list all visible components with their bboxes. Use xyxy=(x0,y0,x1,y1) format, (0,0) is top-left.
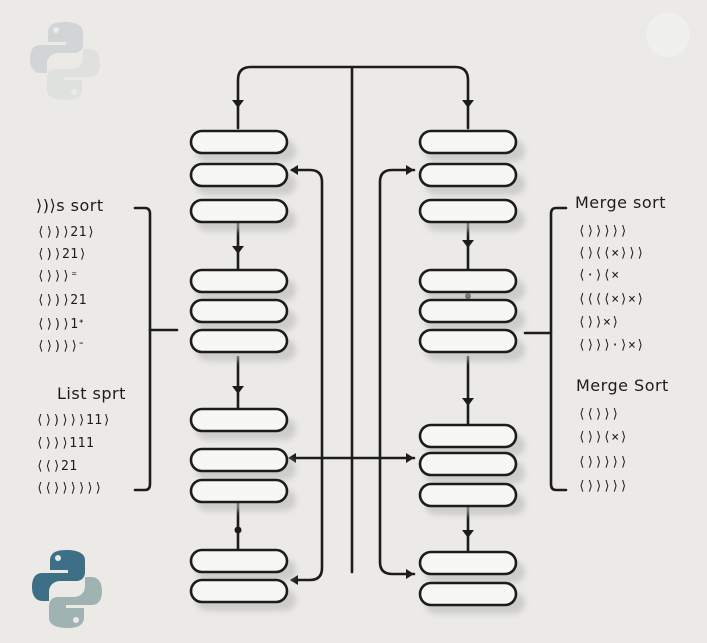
right-stack-1 xyxy=(418,129,525,231)
right-group2-line: ⟨⟩⟩⟩⟩⟩ xyxy=(578,455,628,470)
connector-markers xyxy=(232,100,474,585)
python-logo-icon xyxy=(30,22,100,100)
connector-lines xyxy=(133,65,568,582)
right-stack-4 xyxy=(418,550,525,614)
left-group1-line: ⟨)⟩21⟩ xyxy=(37,247,87,262)
right-group2-line: ⟨⟩⟩⟩⟩⟩ xyxy=(578,479,628,494)
right-group1-title: Merge sort xyxy=(575,193,667,212)
right-group2-title: Merge Sort xyxy=(576,376,669,395)
right-group2-line: ⟨⟩⟩⟨×⟩ xyxy=(578,430,628,445)
left-group1-line: ⟨⟩)⟩21 xyxy=(37,293,87,308)
left-stack-2 xyxy=(189,268,296,361)
left-group2-line: ⟨⟨⟩21 xyxy=(36,459,78,474)
left-stack-1 xyxy=(189,129,296,231)
right-group1-line: ⟨⋅⟩⟨× xyxy=(578,268,620,283)
left-group2-line: ⟨⟩⟩⟩111 xyxy=(36,436,95,451)
right-group2-line: ⟨⟨⟩⟩⟩ xyxy=(578,407,620,422)
left-stack-3 xyxy=(189,407,296,511)
left-group1-line: ⟨⟩⟩⟩⁼ xyxy=(37,269,79,284)
faint-circle-icon xyxy=(646,13,690,57)
right-group1-line: ⟨⟩⟩⟩⋅⟩×⟩ xyxy=(578,338,645,353)
right-group1-line: ⟨⟩⟩×⟩ xyxy=(578,315,620,330)
left-stack-4 xyxy=(189,548,296,611)
right-group1-line: ⟨⟩⟨⟨×⟩⟩⟩ xyxy=(578,246,645,261)
left-group1-line: ⟨⟩)⟩⟩ᐨ xyxy=(37,339,85,354)
left-group2-title: List sprt xyxy=(57,384,126,403)
right-group1-line: ⟨⟩⟩⟩⟩⟩ xyxy=(578,224,628,239)
left-group1-line: ⟨⟩)⟩21⟩ xyxy=(37,225,96,240)
right-stack-3 xyxy=(418,423,525,515)
left-group2-line: ⟨⟩)⟩⟩⟩11⟩ xyxy=(36,413,111,428)
left-group1-title: ⟩)⟩s sort xyxy=(36,196,104,215)
left-group2-line: ⟨⟨⟩⟩⟩⟩⟩⟩ xyxy=(36,481,103,496)
right-stack-2 xyxy=(418,268,525,361)
python-logo-icon xyxy=(32,550,102,628)
right-group1-line: ⟨⟨⟨⟨×⟩×⟩ xyxy=(578,292,645,307)
left-group1-line: ⟨⟩)⟩1ᐩ xyxy=(37,317,85,332)
